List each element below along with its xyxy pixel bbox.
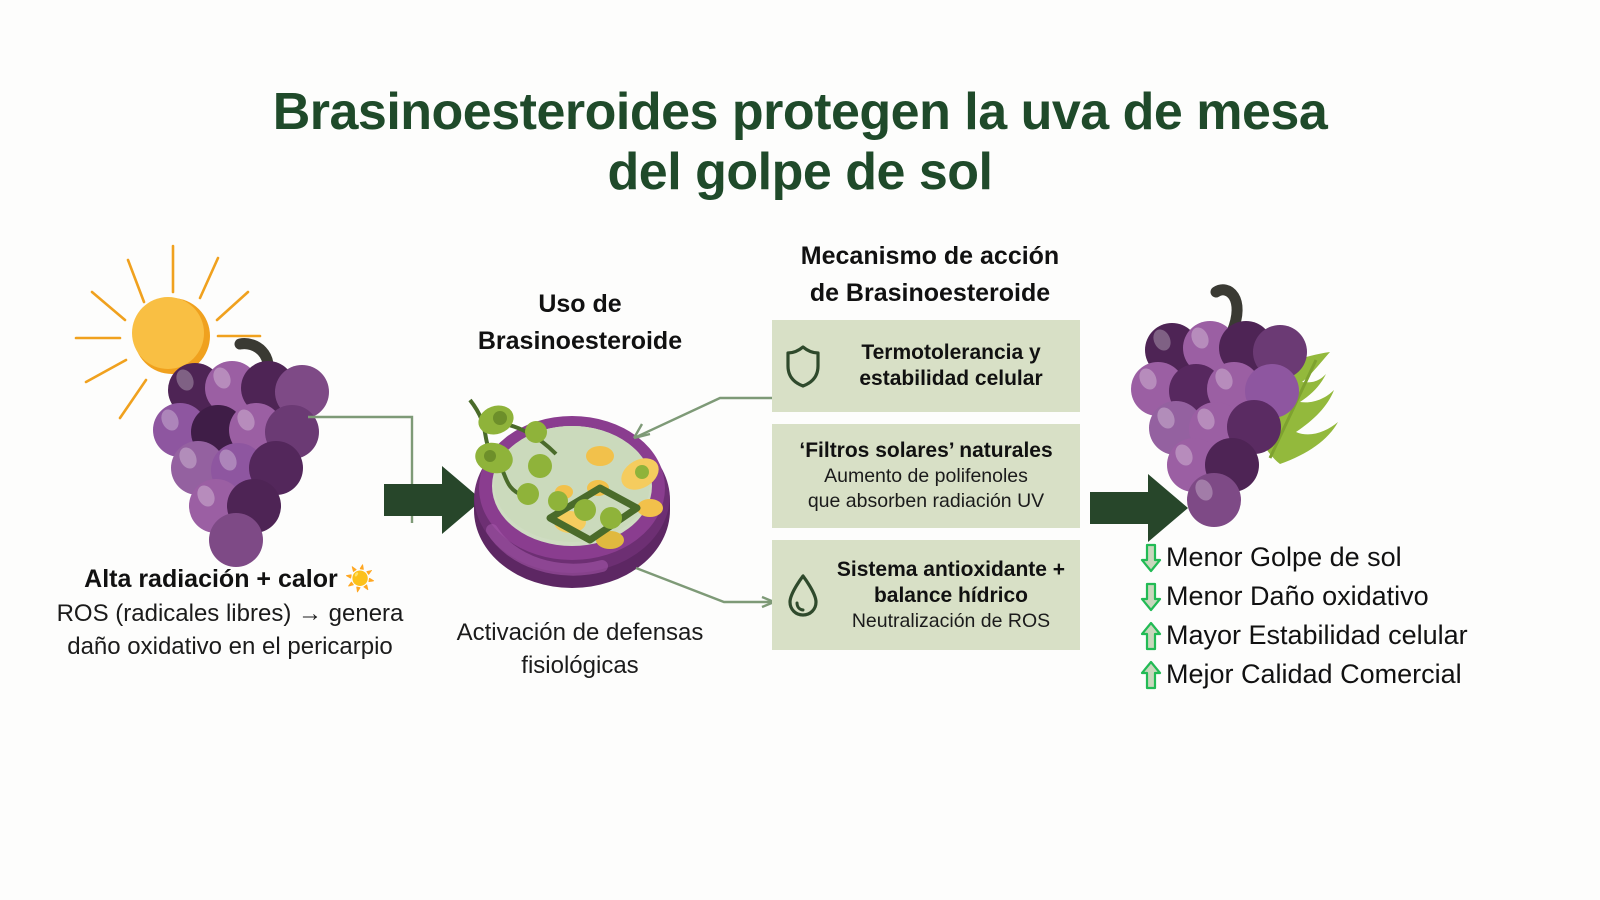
middle-panel-caption: Activación de defensas fisiológicas [425,616,735,682]
box3-sub-line-1: Neutralización de ROS [851,609,1051,632]
box2-head-line-1: ‘Filtros solares’ naturales [799,439,1053,462]
molecule-nodes-icon [475,405,552,505]
middle-title-line-1: Uso de [538,290,622,318]
results-list: Menor Golpe de sol Menor Daño oxidativo … [1136,538,1586,694]
middle-caption-line-2: fisiológicas [521,652,639,679]
connector-box1-to-cell [612,372,782,452]
mechanism-box-2-text: ‘Filtros solares’ naturales Aumento de p… [778,438,1074,514]
left-body-line-2: daño oxidativo en el pericarpio [67,633,393,660]
shield-icon [778,344,828,388]
result-label: Menor Daño oxidativo [1166,581,1429,611]
mechanism-box-natural-sunscreens[interactable]: ‘Filtros solares’ naturales Aumento de p… [772,424,1080,528]
box2-sub-line-1: Aumento de polifenoles [824,465,1028,487]
box1-head-line-1: Termotolerancia y [861,341,1041,364]
result-label: Mayor Estabilidad celular [1166,620,1468,650]
mechanism-box-thermotolerance[interactable]: Termotolerancia y estabilidad celular [772,320,1080,412]
box1-head-line-2: estabilidad celular [859,367,1043,390]
page-title: Brasinoesteroides protegen la uva de mes… [0,82,1600,202]
grape-cluster-icon [153,361,329,567]
result-row: Mejor Calidad Comercial [1136,655,1586,694]
arrow-down-icon [1136,582,1166,612]
left-caption-body: ROS (radicales libres) → genera daño oxi… [10,597,450,663]
mechanism-box-3-text: Sistema antioxidante + balance hídrico N… [828,557,1074,634]
mechanism-title-line-1: Mecanismo de acción [800,242,1060,270]
left-heading-text: Alta radiación + calor [84,565,338,593]
mechanism-title-line-2: de Brasinoesteroide [809,279,1051,307]
mechanism-box-1-text: Termotolerancia y estabilidad celular [828,340,1074,392]
left-body-line-1: ROS (radicales libres) → genera [56,600,404,627]
box2-sub-line-2: que absorben radiación UV [807,490,1045,512]
sun-disc-icon [132,297,210,374]
sun-rays-icon [74,244,262,420]
result-label: Mejor Calidad Comercial [1166,659,1462,689]
box3-head-line-1: Sistema antioxidante + [836,557,1066,581]
plant-cell-illustration [452,370,702,615]
result-row: Menor Golpe de sol [1136,538,1586,577]
connector-cell-to-box3 [628,524,788,614]
right-illustration [1120,272,1370,532]
middle-panel-title: Uso de Brasinoesteroide [430,286,730,360]
arrow-up-icon [1136,621,1166,651]
mechanism-box-antioxidant-system[interactable]: Sistema antioxidante + balance hídrico N… [772,540,1080,650]
mechanism-panel-title: Mecanismo de acción de Brasinoesteroide [770,238,1090,312]
water-drop-icon [778,573,828,617]
grape-cluster-icon [1131,321,1307,527]
box3-head-line-2: balance hídrico [873,583,1029,607]
grape-stem-icon [1210,284,1243,338]
big-arrow-left-to-middle [382,460,487,540]
arrow-down-icon [1136,543,1166,573]
middle-title-line-2: Brasinoesteroide [477,327,683,355]
left-caption-heading: Alta radiación + calor ☀️ [20,565,440,594]
big-arrow-mechanism-to-results [1088,468,1193,548]
result-row: Menor Daño oxidativo [1136,577,1586,616]
left-illustration [70,240,400,567]
title-line-1: Brasinoesteroides protegen la uva de mes… [272,83,1328,141]
sun-emoji-icon: ☀️ [344,565,376,593]
result-label: Menor Golpe de sol [1166,542,1402,572]
arrow-up-icon [1136,660,1166,690]
title-line-2: del golpe de sol [607,143,993,201]
middle-caption-line-1: Activación de defensas [456,619,704,646]
result-row: Mayor Estabilidad celular [1136,616,1586,655]
